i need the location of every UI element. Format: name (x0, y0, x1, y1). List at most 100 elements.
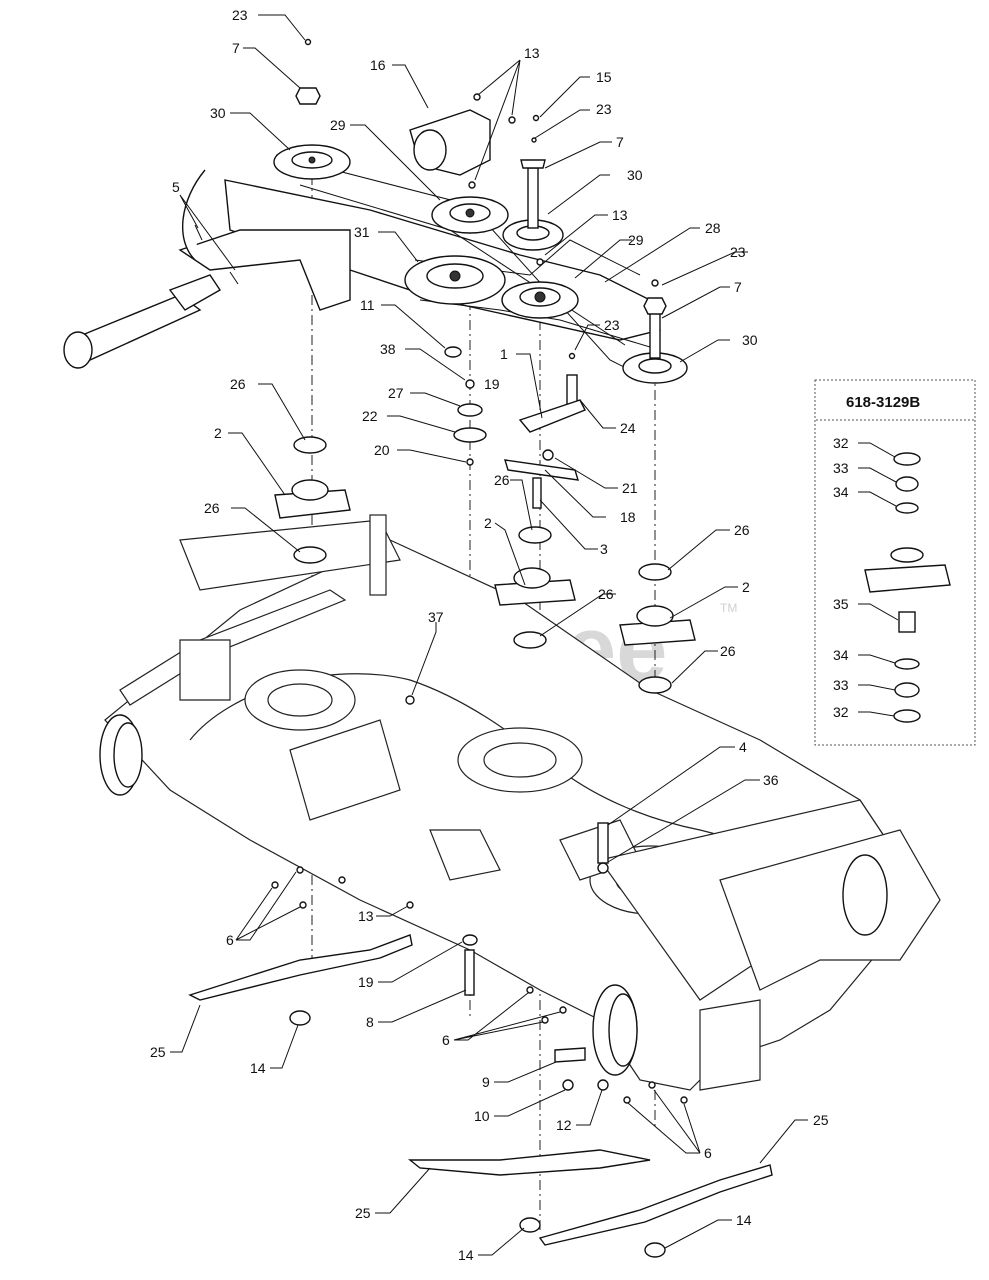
leader-lines (170, 14, 808, 1256)
deck-wheel-front-left-inner (113, 722, 143, 788)
blades (188, 934, 773, 1246)
callout-26: 26 (720, 643, 736, 659)
callout-12: 12 (556, 1117, 572, 1133)
callout-25: 25 (150, 1044, 166, 1060)
deck-wheels (99, 714, 888, 1076)
callout-23: 23 (730, 244, 746, 260)
deck-spindle-opening-left-inner (267, 683, 333, 717)
callout-36: 36 (763, 772, 779, 788)
nut-14-left (289, 1010, 311, 1026)
ring-20 (466, 458, 474, 466)
mower-deck (104, 514, 941, 1091)
pulley-right-30 (622, 299, 688, 384)
callout-3: 3 (600, 541, 608, 557)
callout-10: 10 (474, 1108, 490, 1124)
callout-4: 4 (739, 739, 747, 755)
bearing-26-left-top (293, 436, 327, 454)
kit-spindle-housing (864, 564, 951, 593)
callout-7: 7 (232, 40, 240, 56)
callout-16: 16 (370, 57, 386, 73)
callout-7: 7 (734, 279, 742, 295)
callout-30: 30 (742, 332, 758, 348)
kit-box-frame (814, 379, 976, 746)
callout-8: 8 (366, 1014, 374, 1030)
callout-14: 14 (250, 1060, 266, 1076)
blade-25-left (188, 934, 413, 1001)
callout-30: 30 (210, 105, 226, 121)
callout-14: 14 (736, 1212, 752, 1228)
callout-5: 5 (172, 179, 180, 195)
deck-mount-center (429, 829, 501, 881)
callout-38: 38 (380, 341, 396, 357)
spindle-kit-box: 618-3129B 32 33 34 35 34 33 32 (814, 379, 976, 746)
callout-25: 25 (813, 1112, 829, 1128)
kit-bearing-33-bottom (894, 682, 920, 698)
kit-bearing-32-bottom (893, 709, 921, 723)
top-frame (178, 169, 661, 341)
bearing-26-center-bottom (513, 631, 547, 649)
callout-29: 29 (330, 117, 346, 133)
callout-9: 9 (482, 1074, 490, 1090)
washer-22 (453, 427, 487, 443)
bushing-37 (405, 695, 415, 705)
callout-20: 20 (374, 442, 390, 458)
callout-21: 21 (622, 480, 638, 496)
callout-13: 13 (524, 45, 540, 61)
callout-18: 18 (620, 509, 636, 525)
callout-23: 23 (596, 101, 612, 117)
kit-bearing-32-top (893, 452, 921, 466)
gearbox-16 (409, 109, 491, 176)
callout-30: 30 (627, 167, 643, 183)
callout-2: 2 (484, 515, 492, 531)
callout-19: 19 (358, 974, 374, 990)
callout-25: 25 (355, 1205, 371, 1221)
callout-6: 6 (704, 1145, 712, 1161)
spindle-right (619, 563, 696, 694)
nut-11 (444, 346, 462, 358)
bearing-26-right-top (638, 563, 672, 581)
callout-7: 7 (616, 134, 624, 150)
kit-spacer-34-top (895, 502, 919, 514)
kit-callout-35: 35 (833, 596, 849, 612)
nut-14-right (644, 1242, 666, 1258)
callout-31: 31 (354, 224, 370, 240)
nut-12 (597, 1079, 609, 1091)
callout-6: 6 (226, 932, 234, 948)
deck-idler-bracket (289, 719, 401, 821)
callout-13: 13 (358, 908, 374, 924)
spindle-left (274, 436, 351, 564)
callout-2: 2 (742, 579, 750, 595)
watermark-trademark: TM (720, 601, 737, 615)
pulley-left-30 (273, 144, 351, 180)
bolt-4 (597, 822, 609, 864)
kit-callout-32: 32 (833, 435, 849, 451)
bearing-26-left-bottom (293, 546, 327, 564)
callout-26: 26 (230, 376, 246, 392)
blade-25-right (538, 1164, 773, 1246)
callout-26: 26 (204, 500, 220, 516)
kit-bearing-33-top (895, 476, 919, 492)
nut-23-top (304, 38, 312, 46)
kit-callout-32: 32 (833, 704, 849, 720)
callout-1: 1 (500, 346, 508, 362)
callout-2: 2 (214, 425, 222, 441)
callout-26: 26 (734, 522, 750, 538)
pulley-29-upper (431, 196, 509, 234)
deck-wheel-right (842, 854, 888, 936)
bolt-7-center (527, 167, 539, 229)
callout-numbers: 23 7 30 16 13 15 23 29 7 30 5 13 28 29 3… (150, 7, 829, 1263)
deck-bracket-left (179, 639, 231, 701)
pto-shaft (63, 274, 221, 369)
callout-22: 22 (362, 408, 378, 424)
callout-23: 23 (232, 7, 248, 23)
pulley-30-center (502, 159, 564, 251)
kit-callout-33: 33 (833, 677, 849, 693)
plate-9 (554, 1047, 586, 1063)
callout-26: 26 (494, 472, 510, 488)
idler-arm-1 (518, 399, 586, 433)
deck-upright-post (369, 514, 387, 596)
pulley-31 (404, 255, 506, 305)
blade-25-center (408, 1149, 651, 1176)
nut-10 (562, 1079, 574, 1091)
